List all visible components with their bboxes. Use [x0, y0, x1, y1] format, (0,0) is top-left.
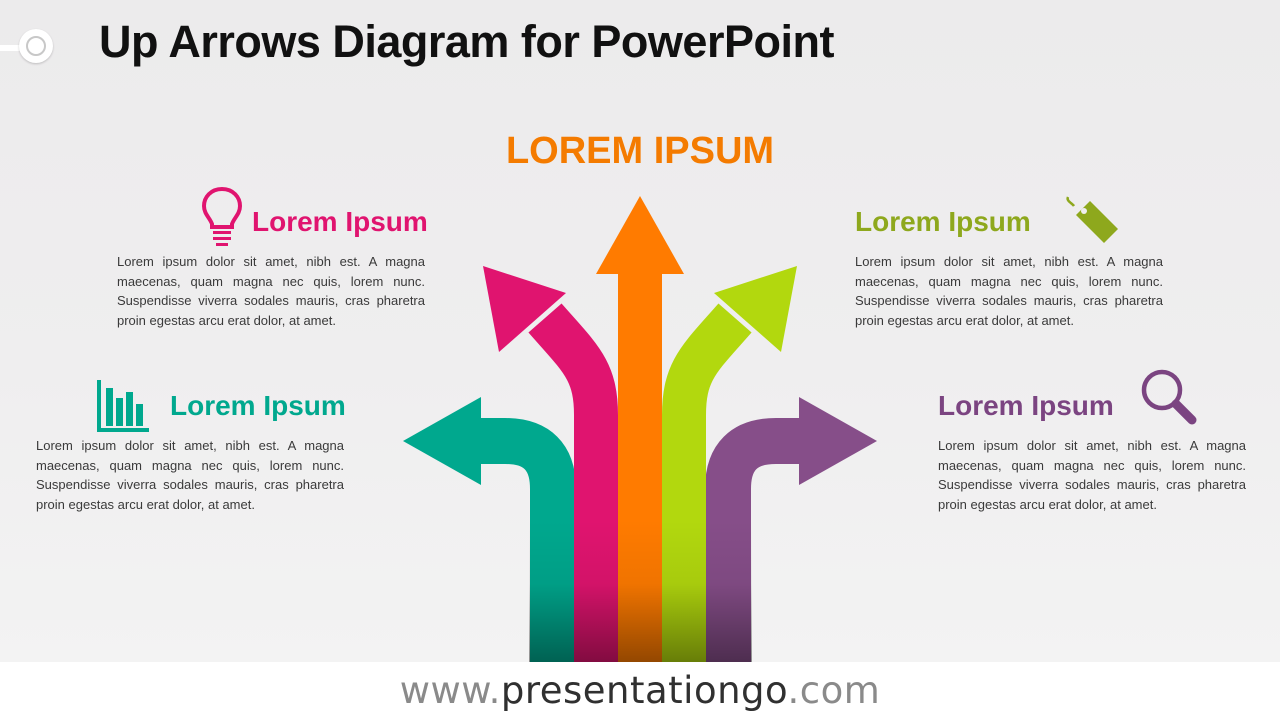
bar-chart-icon — [97, 380, 149, 432]
footer-prefix: www. — [399, 669, 501, 712]
footer-suffix: .com — [787, 669, 881, 712]
heading-bottom-right: Lorem Ipsum — [938, 390, 1114, 421]
magenta-arrow-shaft — [528, 303, 618, 662]
lime-arrow-shaft — [662, 303, 752, 662]
logo-ring-icon — [19, 29, 53, 63]
text-top-left: Lorem ipsum dolor sit amet, nibh est. A … — [117, 254, 425, 328]
up-arrows-diagram — [403, 196, 877, 662]
teal-arrow-shaft — [475, 418, 576, 662]
orange-arrow-head — [596, 196, 684, 274]
logo-line — [0, 45, 26, 51]
heading-bottom-left: Lorem Ipsum — [170, 390, 346, 421]
footer-domain: presentationgo — [500, 669, 788, 712]
price-tag-icon — [1066, 196, 1118, 243]
text-top-right: Lorem ipsum dolor sit amet, nibh est. A … — [855, 254, 1163, 328]
center-title: LOREM IPSUM — [505, 130, 775, 172]
text-bottom-right: Lorem ipsum dolor sit amet, nibh est. A … — [938, 438, 1246, 512]
heading-top-left: Lorem Ipsum — [252, 206, 428, 237]
magenta-arrow-head — [483, 266, 566, 352]
magnifier-icon — [1141, 369, 1197, 425]
slide: Up Arrows Diagram for PowerPoint LOREM I… — [0, 0, 1280, 662]
arrows-bottom-shade — [529, 520, 752, 662]
lime-arrow-head — [714, 266, 797, 352]
footer-url: www.presentationgo.com — [0, 662, 1280, 720]
page-title: Up Arrows Diagram for PowerPoint — [99, 16, 834, 67]
text-bottom-left: Lorem ipsum dolor sit amet, nibh est. A … — [36, 438, 344, 512]
heading-top-right: Lorem Ipsum — [855, 206, 1031, 237]
purple-arrow-head — [799, 397, 877, 485]
teal-arrow-head — [403, 397, 481, 485]
purple-arrow-shaft — [705, 418, 806, 662]
lightbulb-icon — [201, 186, 243, 246]
